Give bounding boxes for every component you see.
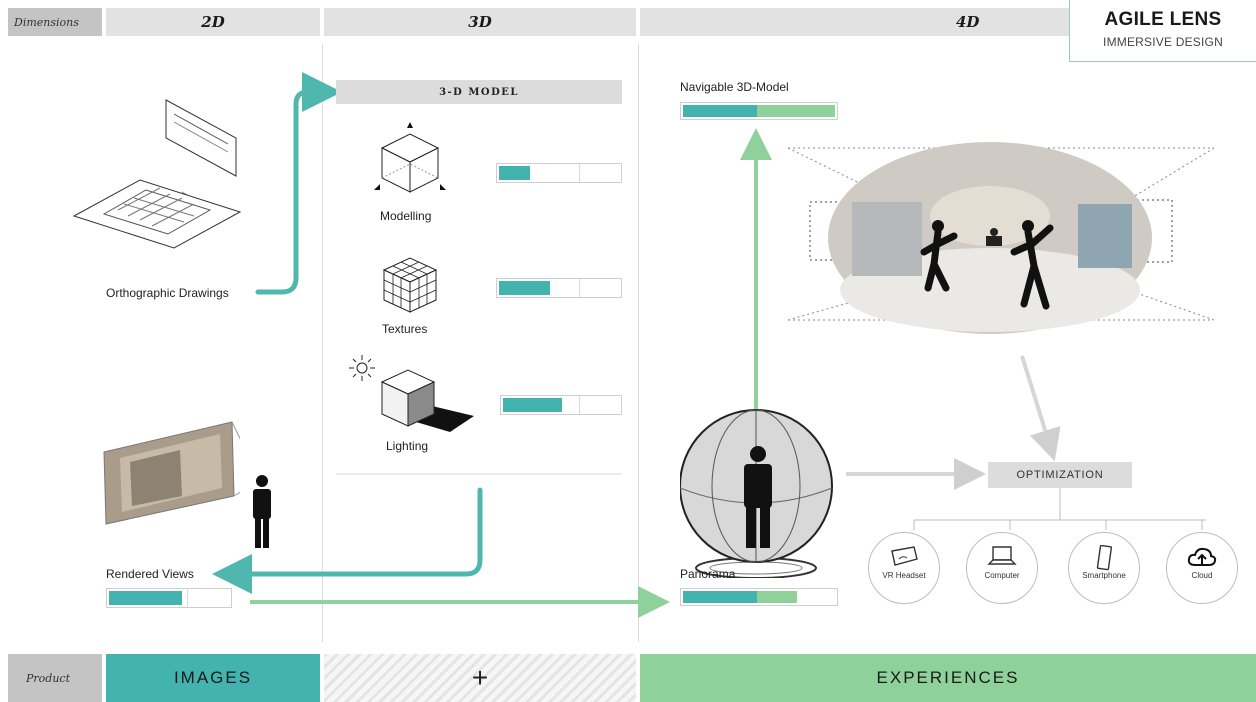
header-3d: 3D — [324, 8, 636, 36]
product-tag: Product — [8, 654, 102, 702]
device-cloud-label: Cloud — [1191, 571, 1213, 580]
optimization-box: OPTIMIZATION — [988, 462, 1132, 488]
step-modelling-label: Modelling — [380, 209, 432, 223]
navigable-model-scene — [788, 142, 1214, 334]
arrow-model-to-rendered — [212, 487, 483, 594]
arrow-ortho-to-model — [255, 72, 342, 295]
arrow-navigable-to-optimization — [1020, 355, 1061, 462]
device-smartphone: Smartphone — [1068, 532, 1140, 604]
step-lighting-label: Lighting — [386, 439, 429, 453]
product-plus-text: + — [471, 662, 489, 693]
step-textures-label: Textures — [382, 322, 428, 336]
optimization-tree — [913, 488, 1206, 530]
brand-title: AGILE LENS — [1104, 9, 1222, 30]
panorama-sphere — [680, 409, 833, 578]
rendered-views-label: Rendered Views — [106, 567, 194, 581]
panorama-label: Panorama — [680, 567, 736, 581]
step-textures-progress — [496, 278, 622, 298]
orthographic-drawings-label: Orthographic Drawings — [106, 286, 229, 300]
product-experiences: EXPERIENCES — [640, 654, 1256, 702]
product-tag-text: Product — [26, 671, 70, 685]
person-icon — [253, 475, 271, 548]
cube-modelling-icon — [374, 122, 446, 193]
product-plus: + — [324, 654, 636, 702]
device-vr-headset: VR Headset — [868, 532, 940, 604]
device-cloud: Cloud — [1166, 532, 1238, 604]
brand-logo: AGILE LENS IMMERSIVE DESIGN — [1069, 0, 1256, 62]
navigable-3d-model-label: Navigable 3D-Model — [680, 80, 789, 94]
product-experiences-text: EXPERIENCES — [876, 668, 1020, 687]
vr-headset-icon — [891, 546, 918, 566]
panorama-progress — [680, 588, 838, 606]
device-computer: Computer — [966, 532, 1038, 604]
step-lighting-progress — [500, 395, 622, 415]
rendered-views-progress — [106, 588, 232, 608]
device-smartphone-label: Smartphone — [1082, 571, 1126, 580]
laptop-icon — [987, 546, 1017, 565]
divider-2d-3d — [322, 44, 323, 642]
navigable-3d-model-progress — [680, 102, 838, 120]
step-modelling-progress — [496, 163, 622, 183]
device-computer-label: Computer — [984, 571, 1020, 580]
cloud-upload-icon — [1187, 547, 1217, 566]
smartphone-icon — [1096, 545, 1113, 571]
divider-3d-4d — [638, 44, 639, 642]
device-vr-headset-label: VR Headset — [882, 571, 926, 580]
rendered-view-illustration — [103, 421, 240, 525]
product-images: IMAGES — [106, 654, 320, 702]
optimization-label: OPTIMIZATION — [1016, 469, 1104, 481]
header-2d: 2D — [106, 8, 320, 36]
product-images-text: IMAGES — [173, 668, 253, 687]
model-title-text: 3-D MODEL — [439, 86, 519, 98]
dimensions-tag: Dimensions — [8, 8, 102, 36]
cube-textures-icon — [382, 257, 438, 313]
model-title: 3-D MODEL — [336, 80, 622, 104]
brand-subtitle: IMMERSIVE DESIGN — [1103, 35, 1223, 49]
orthographic-drawings-illustration — [72, 99, 242, 249]
cube-lighting-icon — [349, 355, 474, 432]
